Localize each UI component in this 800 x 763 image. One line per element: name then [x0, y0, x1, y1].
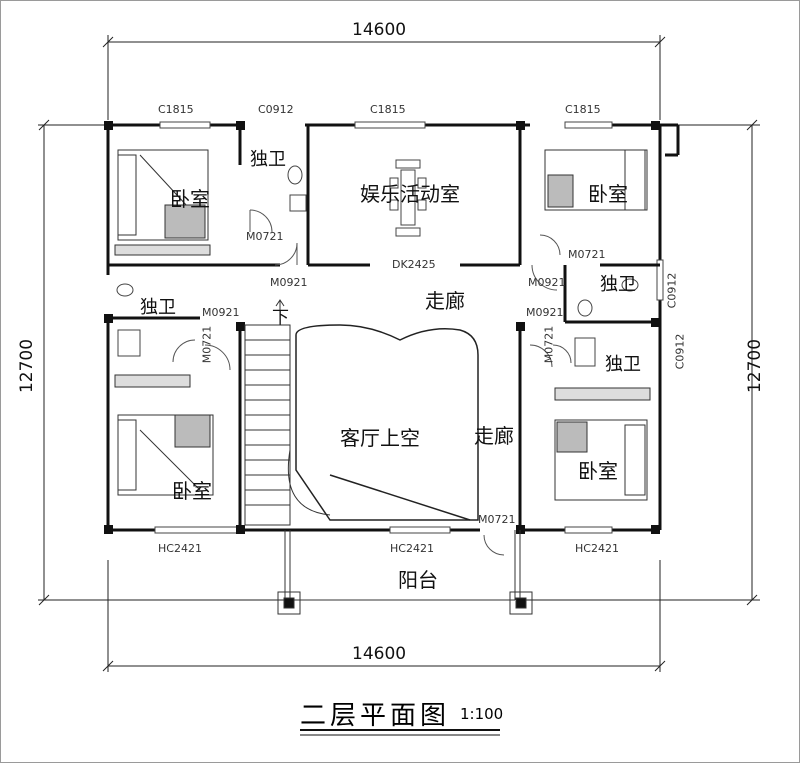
dimension-top: 14600: [352, 20, 407, 40]
tag-door-m0921-right: M0921: [526, 306, 564, 319]
dimension-right: 12700: [745, 338, 766, 394]
bed-icons: [117, 149, 648, 501]
room-bath-right-lower: 独卫: [605, 354, 641, 375]
dimension-lines: [38, 35, 760, 672]
room-corridor-top: 走廊: [425, 289, 465, 313]
room-corridor-right: 走廊: [474, 424, 514, 448]
doors: [172, 209, 572, 556]
tag-window-c0912-top: C0912: [258, 103, 294, 116]
table-icon: [389, 159, 427, 237]
room-bedroom-bottom-left: 卧室: [172, 479, 212, 503]
tag-window-c1815-right: C1815: [565, 103, 601, 116]
room-bedroom-top-left: 卧室: [170, 187, 210, 211]
title-underline: [300, 729, 500, 736]
tag-door-m0921-tr: M0921: [528, 276, 566, 289]
tag-door-m0721-tl: M0721: [246, 230, 284, 243]
tag-window-hc2421-left: HC2421: [158, 542, 202, 555]
tag-window-c1815-mid: C1815: [370, 103, 406, 116]
room-living-void: 客厅上空: [340, 426, 420, 450]
tag-opening-dk2425: DK2425: [392, 258, 436, 271]
tag-door-m0921-tl: M0921: [270, 276, 308, 289]
tag-window-c0912-right2: C0912: [673, 333, 687, 370]
dimension-bottom: 14600: [352, 644, 407, 664]
interior-walls: [108, 123, 680, 530]
room-entertainment: 娱乐活动室: [360, 182, 460, 206]
room-bath-top: 独卫: [250, 149, 286, 170]
room-bath-right-upper: 独卫: [600, 274, 636, 295]
tag-door-m0721-right: M0721: [542, 325, 556, 364]
tag-window-c0912-right: C0912: [665, 272, 679, 309]
dimension-left: 12700: [17, 338, 38, 394]
room-bedroom-top-right: 卧室: [588, 182, 628, 206]
room-bedroom-bottom-right: 卧室: [578, 459, 618, 483]
living-void-outline: [295, 324, 479, 521]
tag-door-m0721-balcony: M0721: [478, 513, 516, 526]
bath-fixtures: [116, 165, 639, 367]
drawing-scale: 1:100: [460, 705, 504, 723]
tag-window-hc2421-mid: HC2421: [390, 542, 434, 555]
columns: [104, 121, 660, 534]
label-stair-down: 下: [272, 308, 289, 328]
tag-door-m0721-tr: M0721: [568, 248, 606, 261]
windows: [154, 121, 664, 534]
tag-door-m0921-left: M0921: [202, 306, 240, 319]
tag-door-m0721-left: M0721: [200, 325, 214, 364]
room-bath-left: 独卫: [140, 297, 176, 318]
tag-window-hc2421-right: HC2421: [575, 542, 619, 555]
staircase: [244, 299, 331, 526]
room-balcony: 阳台: [398, 568, 438, 592]
tag-window-c1815-left: C1815: [158, 103, 194, 116]
drawing-title: 二层平面图: [300, 701, 451, 731]
balcony-outline: [277, 530, 533, 615]
wardrobes: [114, 244, 651, 401]
